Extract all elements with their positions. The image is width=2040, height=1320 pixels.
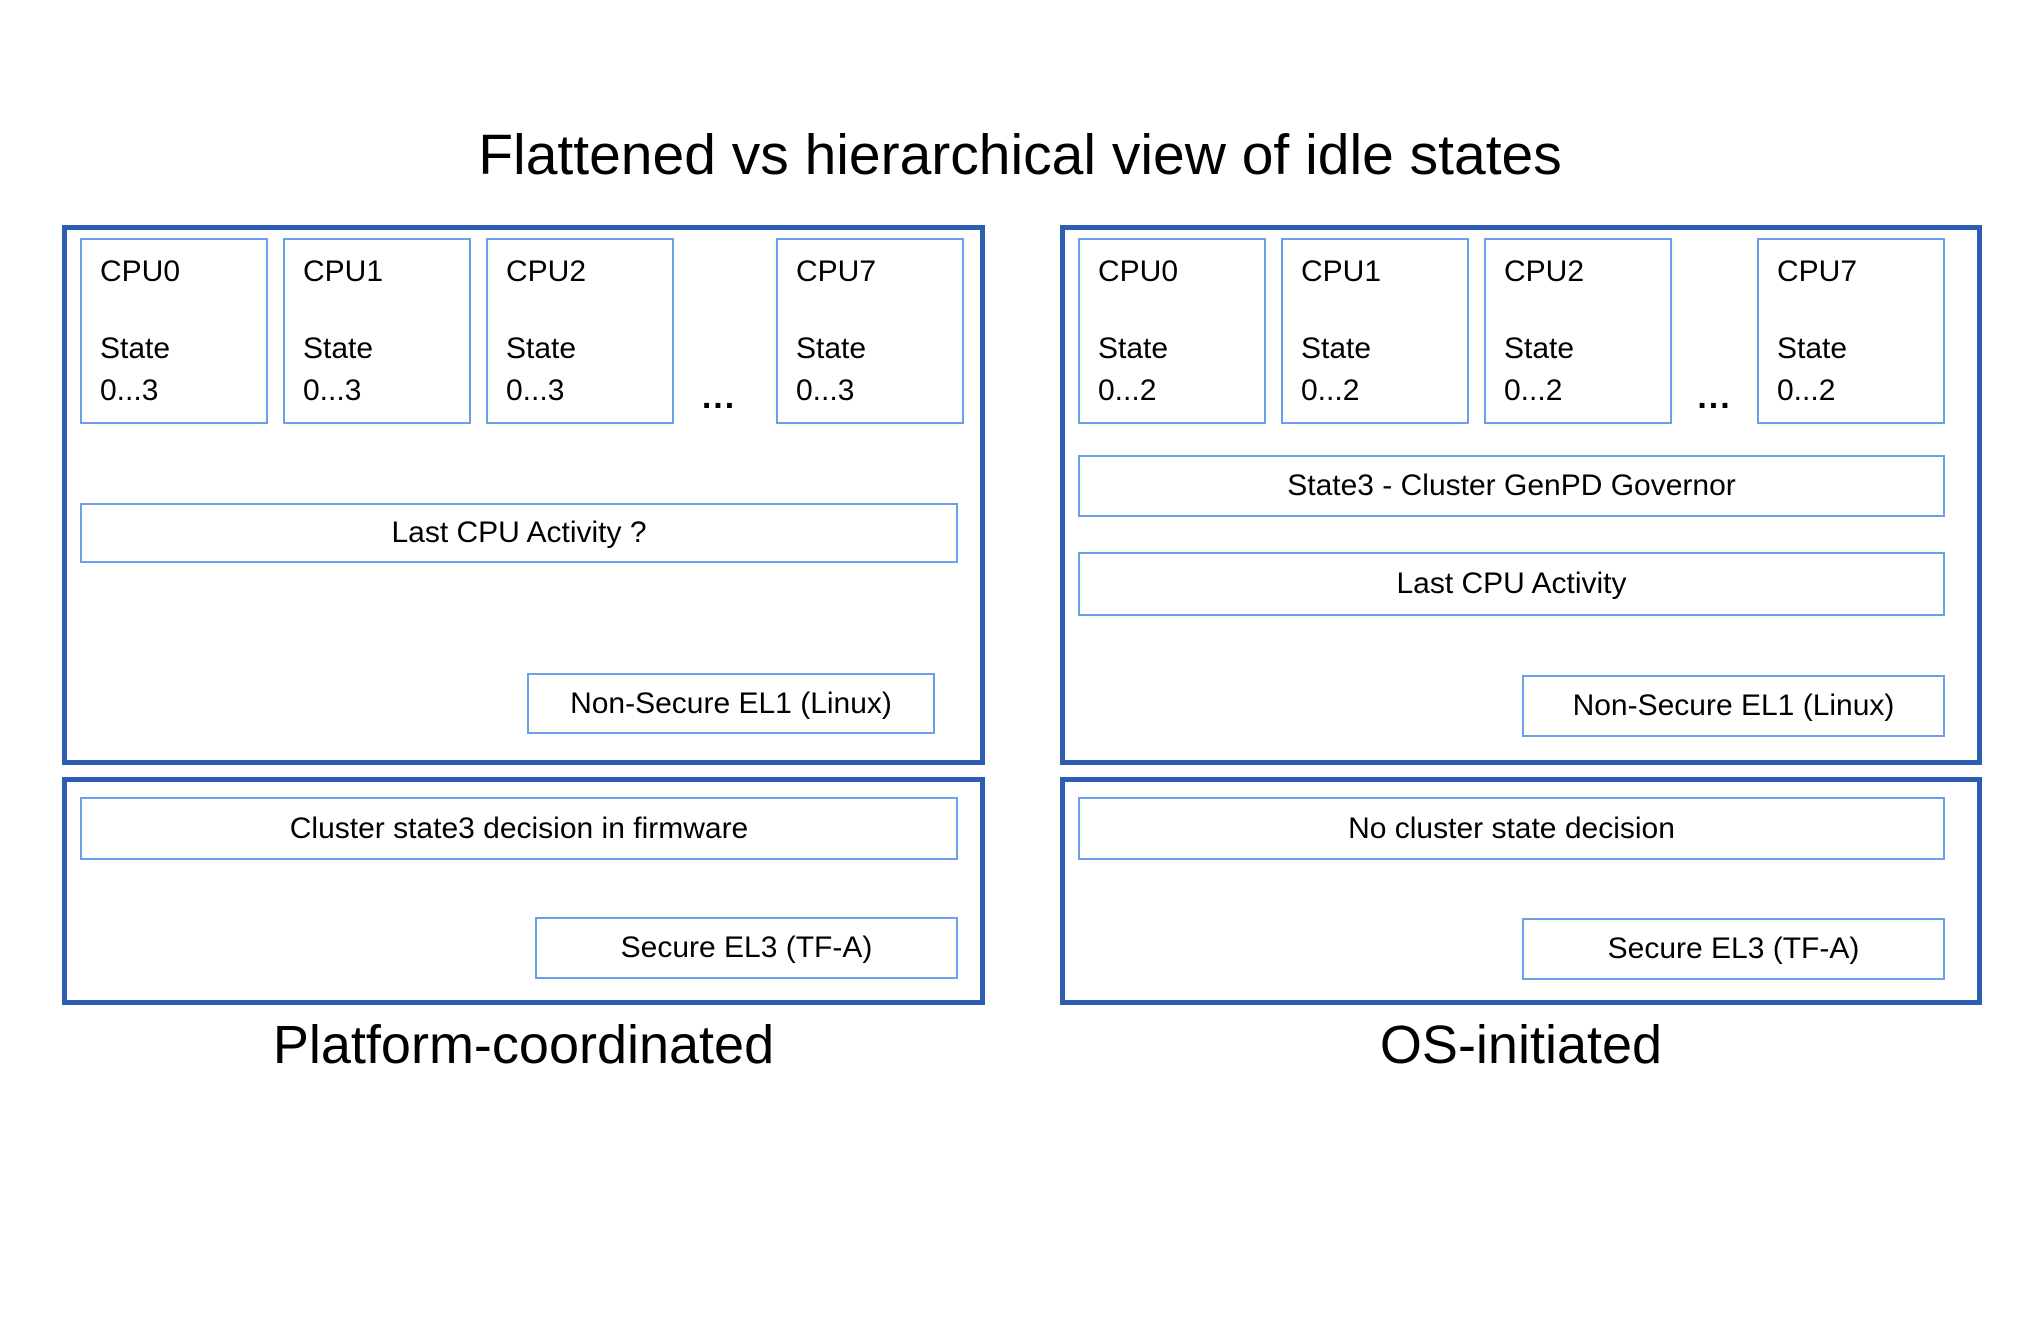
- cpu-state-label: State: [506, 332, 577, 365]
- cpu-state: State 0...3: [506, 328, 576, 412]
- non-secure-el1-box: Non-Secure EL1 (Linux): [527, 673, 935, 734]
- cpu-state-label: State: [100, 332, 171, 365]
- cpu-state-range: 0...3: [100, 374, 159, 407]
- cpu-state-label: State: [1777, 332, 1848, 365]
- cluster-decision-box: No cluster state decision: [1078, 797, 1945, 860]
- right-cpu2-box: CPU2 State 0...2: [1484, 238, 1672, 424]
- left-cpu0-box: CPU0 State 0...3: [80, 238, 268, 424]
- last-cpu-activity-box: Last CPU Activity: [1078, 552, 1945, 616]
- genpd-governor-box: State3 - Cluster GenPD Governor: [1078, 455, 1945, 517]
- cpu-state: State 0...2: [1777, 328, 1847, 412]
- cpu-state: State 0...2: [1301, 328, 1371, 412]
- cpu-state: State 0...3: [100, 328, 170, 412]
- cpu-name: CPU2: [506, 255, 587, 288]
- cpu-state-label: State: [796, 332, 867, 365]
- cpu-state-range: 0...3: [303, 374, 362, 407]
- slide-title: Flattened vs hierarchical view of idle s…: [478, 123, 1562, 187]
- cpu-state-range: 0...3: [796, 374, 855, 407]
- cpu-state: State 0...3: [796, 328, 866, 412]
- right-cpu1-box: CPU1 State 0...2: [1281, 238, 1469, 424]
- cpu-state-range: 0...3: [506, 374, 565, 407]
- secure-el3-box: Secure EL3 (TF-A): [1522, 918, 1945, 980]
- last-cpu-activity-box: Last CPU Activity ?: [80, 503, 958, 563]
- right-cpu7-box: CPU7 State 0...2: [1757, 238, 1945, 424]
- cpu-state-label: State: [1504, 332, 1575, 365]
- cpu-state: State 0...2: [1098, 328, 1168, 412]
- cpu-name: CPU2: [1504, 255, 1585, 288]
- cpu-ellipsis: ...: [701, 378, 737, 416]
- cpu-name: CPU7: [1777, 255, 1858, 288]
- cpu-state-range: 0...2: [1777, 374, 1836, 407]
- cpu-ellipsis: ...: [1697, 378, 1732, 416]
- left-caption: Platform-coordinated: [272, 1015, 775, 1075]
- cpu-name: CPU0: [100, 255, 181, 288]
- left-cpu7-box: CPU7 State 0...3: [776, 238, 964, 424]
- cpu-state-label: State: [1301, 332, 1372, 365]
- secure-el3-box: Secure EL3 (TF-A): [535, 917, 958, 979]
- non-secure-el1-box: Non-Secure EL1 (Linux): [1522, 675, 1945, 737]
- cpu-state: State 0...2: [1504, 328, 1574, 412]
- cpu-state-label: State: [303, 332, 374, 365]
- cpu-state-label: State: [1098, 332, 1169, 365]
- cpu-state: State 0...3: [303, 328, 373, 412]
- right-cpu0-box: CPU0 State 0...2: [1078, 238, 1266, 424]
- cpu-state-range: 0...2: [1504, 374, 1563, 407]
- cpu-name: CPU1: [303, 255, 384, 288]
- right-caption: OS-initiated: [1379, 1015, 1663, 1075]
- cpu-state-range: 0...2: [1098, 374, 1157, 407]
- left-cpu1-box: CPU1 State 0...3: [283, 238, 471, 424]
- cpu-name: CPU7: [796, 255, 877, 288]
- cpu-name: CPU1: [1301, 255, 1382, 288]
- cpu-name: CPU0: [1098, 255, 1179, 288]
- cpu-state-range: 0...2: [1301, 374, 1360, 407]
- cluster-decision-box: Cluster state3 decision in firmware: [80, 797, 958, 860]
- left-cpu2-box: CPU2 State 0...3: [486, 238, 674, 424]
